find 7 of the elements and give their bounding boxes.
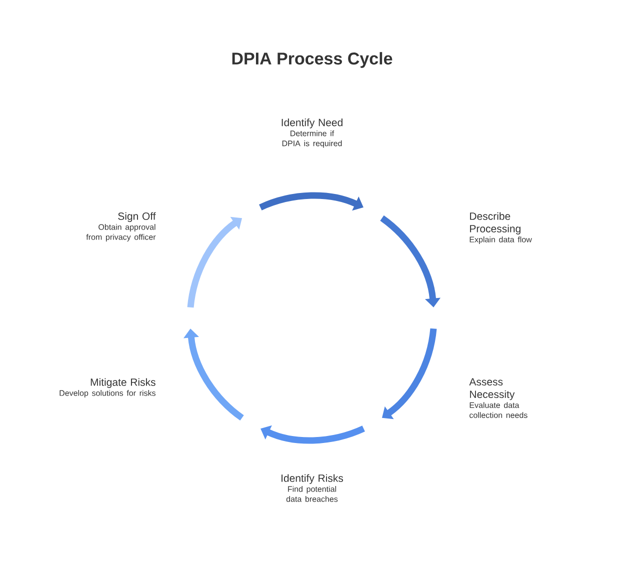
step-label: Identify Risks Find potential data breaches <box>282 474 344 502</box>
title: DPIA Process Cycle <box>232 52 392 68</box>
step-label: Describe Processing Explain data flow <box>470 212 532 244</box>
step-label: Assess Necessity Evaluate data collection needs <box>469 378 528 418</box>
step-label: Sign Off Obtain approval from privacy officer <box>86 212 156 242</box>
step-label: Identify Need Determine if DPIA is required <box>282 118 342 148</box>
step-label: Mitigate Risks Develop solutions for risks <box>60 378 156 398</box>
